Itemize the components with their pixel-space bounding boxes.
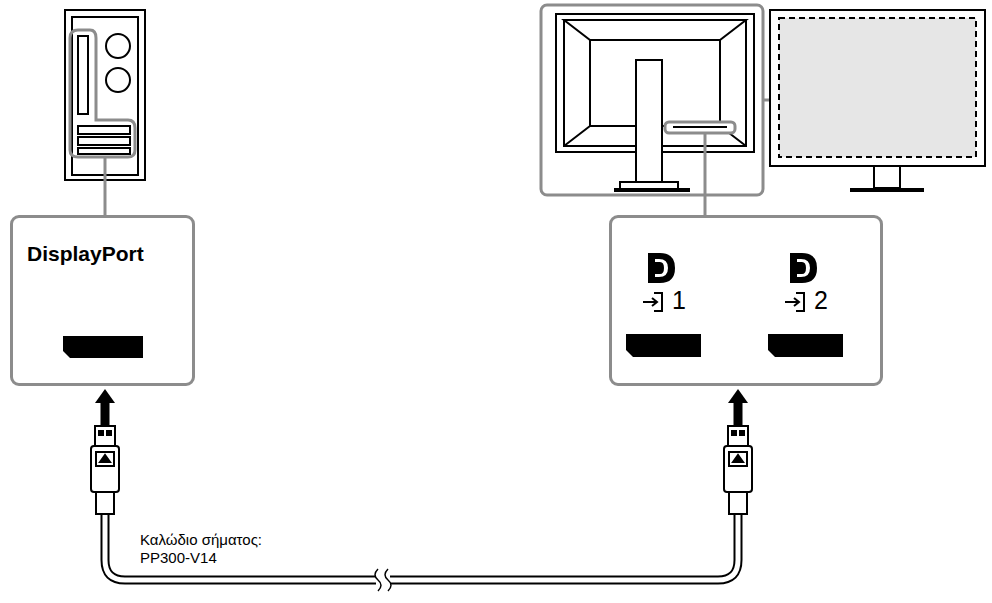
dp-port <box>768 334 843 357</box>
port-callout-box: DisplayPort <box>10 215 195 386</box>
cable-label: Καλώδιο σήματος: PP300-V14 <box>138 531 292 567</box>
input-icon <box>643 293 662 311</box>
second-monitor <box>770 10 985 190</box>
monitor-link <box>763 99 770 102</box>
port-name: DisplayPort <box>27 242 144 266</box>
dp-plug <box>724 426 752 514</box>
cable-break <box>375 569 391 591</box>
signal-cable <box>95 389 748 580</box>
port-number: 2 <box>814 286 828 315</box>
port-callout-box: 12 <box>609 215 883 386</box>
computer-tower <box>65 10 145 180</box>
monitor-back <box>541 5 763 195</box>
dp-logo <box>790 253 817 283</box>
input-icon <box>785 293 804 311</box>
leader-line <box>104 157 107 216</box>
dp-port <box>626 334 701 357</box>
dp-plug <box>91 426 119 514</box>
port-number: 1 <box>672 286 686 315</box>
leader-line <box>704 133 707 216</box>
dp-port <box>63 336 143 358</box>
dp-logo <box>648 253 675 283</box>
